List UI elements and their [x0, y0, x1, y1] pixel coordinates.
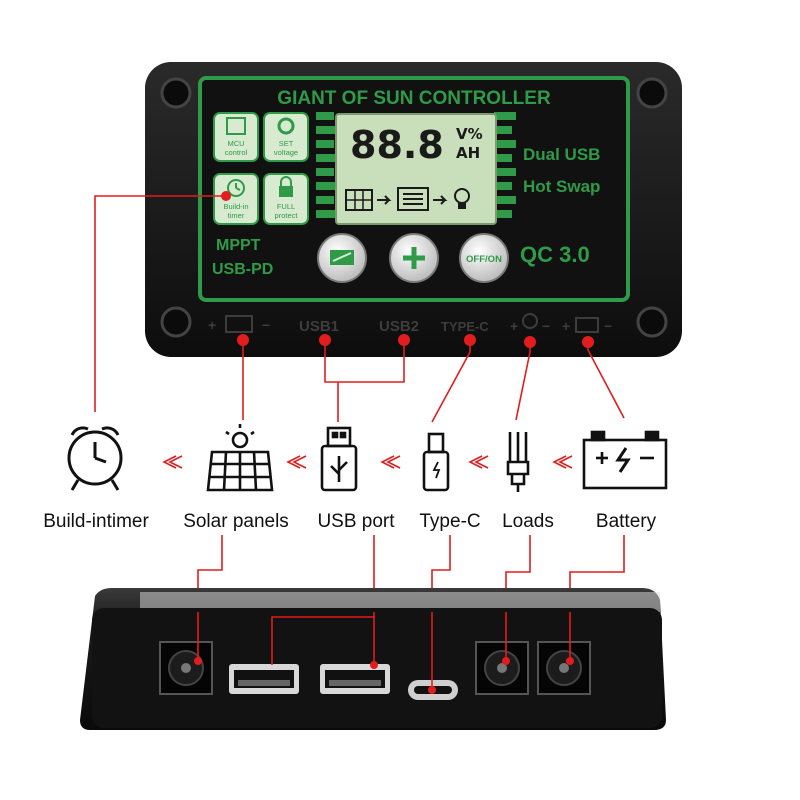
feature-dual-usb: Dual USB — [523, 145, 600, 164]
lcd-digits: 88.8 — [350, 123, 444, 167]
usb-port-1[interactable] — [229, 664, 299, 694]
embossed-labels: + − USB1 USB2 TYPE-C + − + − — [208, 313, 612, 335]
lcd-unit-bottom: AH — [456, 144, 480, 162]
chevron-left-icon — [286, 455, 301, 469]
usb-connector-top — [324, 340, 405, 383]
embossed-battery-icon — [575, 317, 599, 333]
feature-hot-swap: Hot Swap — [523, 177, 600, 196]
battery-icon — [582, 430, 668, 490]
legend-labels: Build-intimer Solar panels USB port Type… — [43, 511, 656, 532]
lcd-battery-icon — [397, 187, 429, 211]
feature-qc: QC 3.0 — [520, 242, 590, 267]
controller-title: GIANT OF SUN CONTROLLER — [277, 88, 551, 109]
chevron-left-icon — [380, 455, 395, 469]
mode-button[interactable] — [317, 233, 367, 283]
controller-side-view — [80, 588, 666, 730]
label-battery: Battery — [596, 511, 657, 532]
chevron-left-icon — [474, 455, 489, 469]
feature-usbpd: USB-PD — [212, 261, 273, 278]
chevron-left-icon — [552, 455, 567, 469]
chevron-left-icon — [168, 455, 183, 469]
embossed-solar-icon — [225, 315, 253, 333]
chevron-left-icon — [386, 455, 401, 469]
lower-connector-lines-front — [197, 612, 571, 690]
chevron-row — [162, 455, 573, 469]
usb-port-2[interactable] — [320, 664, 390, 694]
embossed-bulb-icon — [522, 313, 538, 329]
svg-text:−: − — [604, 318, 612, 334]
lcd-bars — [316, 112, 516, 218]
timer-connector — [94, 195, 226, 412]
svg-text:+: + — [510, 318, 518, 334]
label-solar: Solar panels — [183, 511, 289, 532]
plus-button[interactable] — [389, 233, 439, 283]
chevron-left-icon — [468, 455, 483, 469]
alarm-clock-icon — [67, 426, 123, 491]
lcd-flow-icons — [345, 187, 470, 211]
mount-hole-tr — [636, 77, 668, 109]
lcd-arrow-icon — [377, 195, 392, 205]
svg-text:−: − — [262, 317, 270, 333]
power-button-label: OFF/ON — [466, 254, 502, 265]
label-loads: Loads — [502, 511, 554, 532]
light-bulb-icon — [506, 432, 530, 492]
side-box-highlight — [140, 592, 660, 612]
svg-text:+: + — [562, 318, 570, 334]
lock-icon — [279, 186, 293, 197]
label-typec: Type-C — [419, 511, 480, 532]
mount-hole-tl — [160, 77, 192, 109]
lcd-unit-top: V% — [456, 125, 483, 143]
chevron-left-icon — [558, 455, 573, 469]
chip-icon — [226, 117, 246, 135]
loads-dc-jack[interactable] — [475, 641, 529, 695]
label-usb: USB port — [317, 511, 395, 532]
connector-dots — [194, 191, 594, 669]
svg-text:+: + — [208, 317, 216, 333]
embossed-usb2: USB2 — [379, 318, 419, 335]
power-button[interactable]: OFF/ON — [459, 233, 509, 283]
type-c-plug-icon — [422, 432, 450, 492]
battery-dc-jack[interactable] — [537, 641, 591, 695]
feature-mppt: MPPT — [216, 237, 261, 254]
mount-hole-br — [636, 306, 668, 338]
svg-text:−: − — [542, 318, 550, 334]
embossed-typec: TYPE-C — [441, 319, 489, 334]
gear-icon — [277, 117, 295, 135]
embossed-usb1: USB1 — [299, 318, 339, 335]
solar-dc-jack[interactable] — [159, 641, 213, 695]
solar-panel-icon — [206, 424, 274, 492]
mount-hole-bl — [160, 306, 192, 338]
chevron-left-icon — [292, 455, 307, 469]
chevron-left-icon — [162, 455, 177, 469]
usb-plug-icon — [320, 426, 358, 492]
clock-icon — [227, 179, 245, 197]
label-timer: Build-intimer — [43, 511, 149, 532]
